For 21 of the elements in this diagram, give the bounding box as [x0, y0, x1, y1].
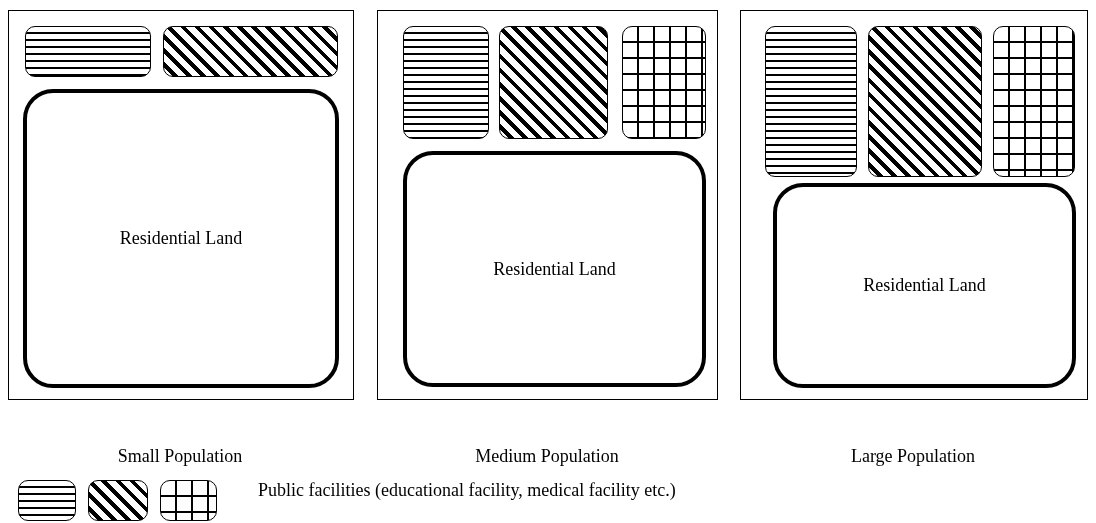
diagonal-hatched-area: [499, 26, 608, 139]
horizontal-hatched-area: [403, 26, 489, 139]
grid-hatched-area: [993, 26, 1075, 177]
area-label: Residential Land: [119, 228, 243, 249]
grid-hatched-area: [622, 26, 706, 139]
population-label: Small Population: [117, 446, 243, 467]
horizontal-hatched-area: [765, 26, 857, 177]
diagonal-hatched-area: [163, 26, 338, 77]
map-frame: [8, 10, 354, 400]
residential-land-area: [403, 151, 706, 387]
diagonal-hatched-area: [868, 26, 982, 177]
area-label: Residential Land: [493, 258, 616, 280]
legend-text: Public facilities (educational facility, medical facility etc.): [258, 480, 676, 501]
map-frame: [377, 10, 718, 400]
area-label: Residential Land: [863, 275, 986, 296]
residential-land-area: [773, 183, 1076, 388]
map-frame: [740, 10, 1088, 400]
population-label: Medium Population: [475, 446, 619, 467]
residential-land-area: [23, 89, 339, 388]
horizontal-hatched-area: [25, 26, 151, 77]
population-label: Large Population: [850, 446, 976, 467]
